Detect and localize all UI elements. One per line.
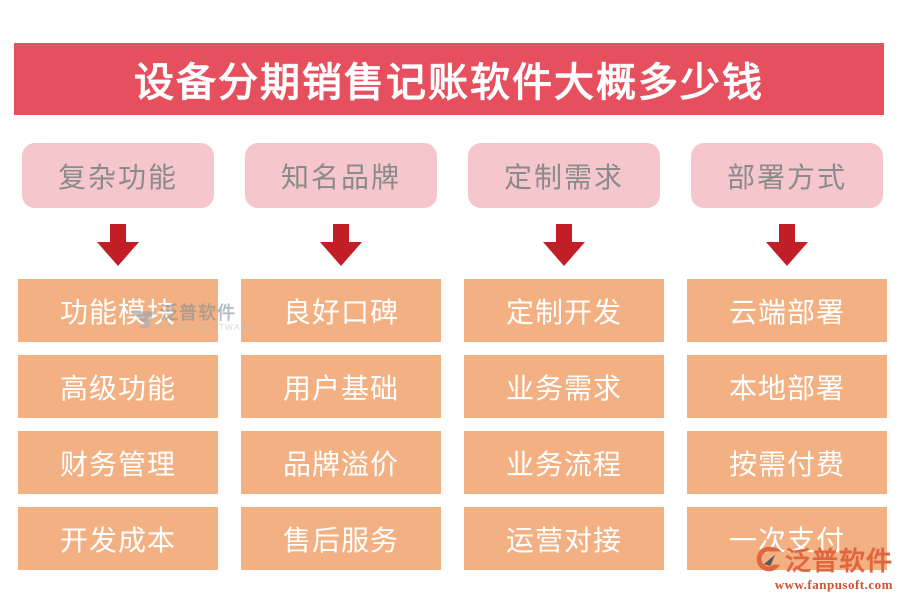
item-label: 业务流程 xyxy=(505,449,622,481)
item-box: 高级功能 xyxy=(18,355,218,418)
item-label: 本地部署 xyxy=(728,373,845,405)
item-box: 功能模块 xyxy=(18,279,218,342)
item-label: 售后服务 xyxy=(282,525,399,557)
item-label: 云端部署 xyxy=(728,297,845,329)
item-box: 用户基础 xyxy=(241,355,441,418)
category-header-label: 知名品牌 xyxy=(280,162,401,194)
category-header-complex-functions: 复杂功能 xyxy=(22,143,214,208)
item-label: 高级功能 xyxy=(59,373,176,405)
item-box: 本地部署 xyxy=(687,355,887,418)
column-famous-brand: 知名品牌 良好口碑 用户基础 品牌溢价 售后服务 xyxy=(241,143,441,570)
item-label: 定制开发 xyxy=(505,297,622,329)
item-label: 业务需求 xyxy=(505,373,622,405)
item-box: 开发成本 xyxy=(18,507,218,570)
down-arrow-icon xyxy=(97,224,139,266)
item-box: 运营对接 xyxy=(464,507,664,570)
item-box: 售后服务 xyxy=(241,507,441,570)
category-header-custom-requirements: 定制需求 xyxy=(468,143,660,208)
fanpu-footer-logo: 泛普软件 www.fanpusoft.com xyxy=(755,545,893,592)
down-arrow-icon xyxy=(320,224,362,266)
page-title: 设备分期销售记账软件大概多少钱 xyxy=(134,60,764,105)
item-box: 云端部署 xyxy=(687,279,887,342)
item-box: 财务管理 xyxy=(18,431,218,494)
item-box: 良好口碑 xyxy=(241,279,441,342)
item-box: 定制开发 xyxy=(464,279,664,342)
footer-brand: 泛普软件 xyxy=(784,546,893,576)
category-header-label: 部署方式 xyxy=(726,162,847,194)
footer-url: www.fanpusoft.com xyxy=(774,577,893,592)
item-box: 一次支付 xyxy=(687,507,887,570)
item-label: 用户基础 xyxy=(282,373,399,405)
fanpu-logo-icon xyxy=(755,545,783,578)
down-arrow-icon xyxy=(766,224,808,266)
item-label: 品牌溢价 xyxy=(282,449,399,481)
item-box: 品牌溢价 xyxy=(241,431,441,494)
item-box: 业务需求 xyxy=(464,355,664,418)
item-box: 业务流程 xyxy=(464,431,664,494)
column-complex-functions: 复杂功能 功能模块 高级功能 财务管理 开发成本 xyxy=(18,143,218,570)
category-header-famous-brand: 知名品牌 xyxy=(245,143,437,208)
item-box: 按需付费 xyxy=(687,431,887,494)
item-label: 功能模块 xyxy=(59,297,176,329)
title-banner: 设备分期销售记账软件大概多少钱 xyxy=(14,43,884,115)
item-label: 一次支付 xyxy=(728,525,845,557)
item-label: 开发成本 xyxy=(59,525,176,557)
footer-brand-row: 泛普软件 xyxy=(755,545,893,578)
category-header-label: 复杂功能 xyxy=(57,162,178,194)
item-label: 运营对接 xyxy=(505,525,622,557)
category-header-deployment-method: 部署方式 xyxy=(691,143,883,208)
columns-grid: 复杂功能 功能模块 高级功能 财务管理 开发成本 知名品牌 良好口碑 用户基础 … xyxy=(18,143,887,570)
item-label: 按需付费 xyxy=(728,449,845,481)
item-label: 良好口碑 xyxy=(282,297,399,329)
category-header-label: 定制需求 xyxy=(503,162,624,194)
item-label: 财务管理 xyxy=(59,449,176,481)
down-arrow-icon xyxy=(543,224,585,266)
column-deployment-method: 部署方式 云端部署 本地部署 按需付费 一次支付 xyxy=(687,143,887,570)
column-custom-requirements: 定制需求 定制开发 业务需求 业务流程 运营对接 xyxy=(464,143,664,570)
